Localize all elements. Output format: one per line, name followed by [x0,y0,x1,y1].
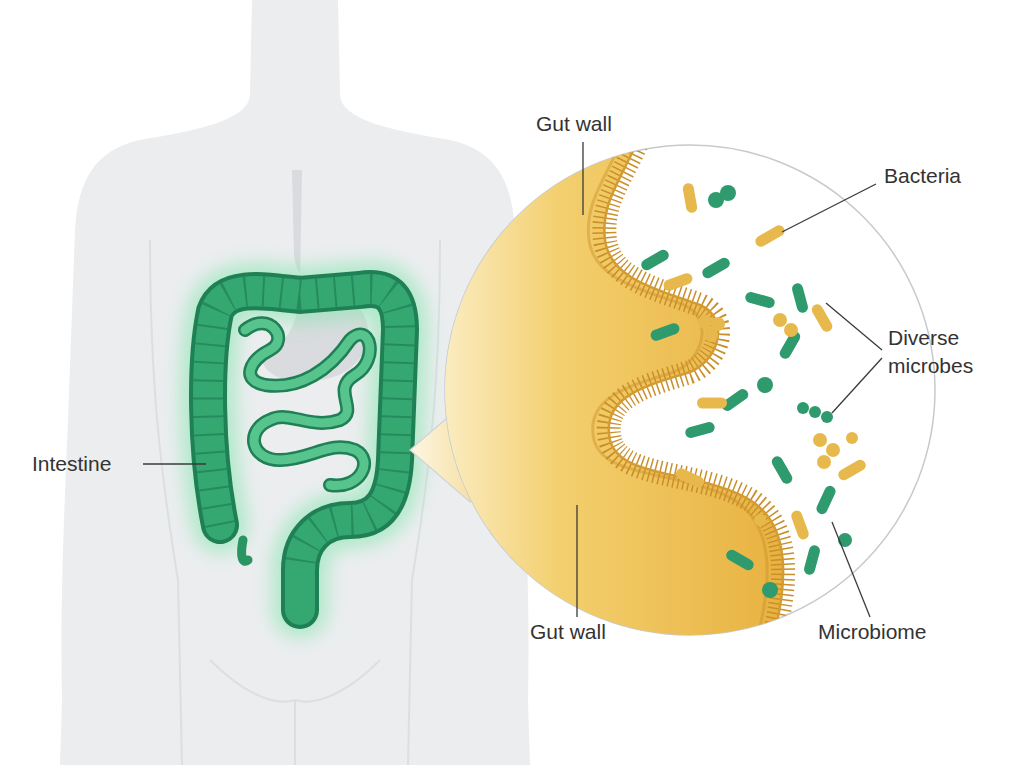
callout-label: Microbiome [818,618,927,646]
callout-label: Intestine [32,450,111,478]
magnified-view [440,130,868,650]
callout-label: Gut wall [536,110,612,138]
callout-label: Diverse microbes [888,324,1006,380]
intestine [208,289,400,610]
callout-label: Gut wall [530,618,606,646]
leader-lines [143,142,882,617]
microbes [639,182,867,598]
callout-label: Bacteria [884,162,961,190]
